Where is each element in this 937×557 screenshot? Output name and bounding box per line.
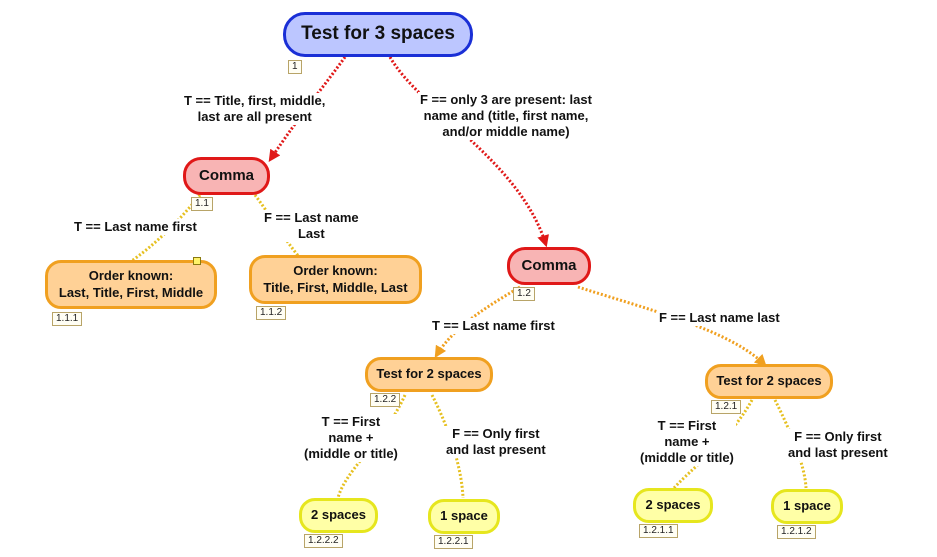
edge-label-1-2-2-to-1-2-2-1: F == Only first and last present <box>444 426 548 458</box>
edge-label-root-to-1-1: T == Title, first, middle, last are all … <box>182 93 328 125</box>
node-id-1-1-2: 1.1.2 <box>256 306 287 320</box>
node-id-1-2-2: 1.2.2 <box>370 393 401 407</box>
edge-1-2-1-to-1-2-1-1 <box>672 399 754 489</box>
node-2-spaces-1-2-1-1[interactable]: 2 spaces <box>633 488 713 523</box>
edge-label-1-1-to-1-1-2: F == Last name Last <box>262 210 361 242</box>
node-id-1-2-1: 1.2.1 <box>711 400 742 414</box>
edge-1-2-2-to-1-2-2-1 <box>430 394 465 499</box>
node-comma-1-2[interactable]: Comma <box>507 247 591 285</box>
edge-label-1-2-to-1-2-2: T == Last name first <box>430 318 557 334</box>
edge-label-1-2-1-to-1-2-1-2: F == Only first and last present <box>786 429 890 461</box>
node-id-1-2: 1.2 <box>513 287 535 301</box>
edge-label-1-2-1-to-1-2-1-1: T == First name + (middle or title) <box>638 418 736 466</box>
node-1-space-1-2-2-1[interactable]: 1 space <box>428 499 500 534</box>
edge-label-1-1-to-1-1-1: T == Last name first <box>72 219 199 235</box>
node-test-2-spaces-1-2-1[interactable]: Test for 2 spaces <box>705 364 833 399</box>
node-order-known-1-1-2[interactable]: Order known: Title, First, Middle, Last <box>249 255 422 304</box>
node-order-known-1-1-1[interactable]: Order known: Last, Title, First, Middle <box>45 260 217 309</box>
node-id-1-2-2-1: 1.2.2.1 <box>434 535 473 549</box>
node-test-3-spaces[interactable]: Test for 3 spaces <box>283 12 473 57</box>
edge-root-to-1-2 <box>388 56 549 248</box>
edge-label-1-2-2-to-1-2-2-2: T == First name + (middle or title) <box>302 414 400 462</box>
node-id-1-1: 1.1 <box>191 197 213 211</box>
edge-1-2-to-1-2-1 <box>577 285 767 367</box>
resize-handle[interactable] <box>193 257 201 265</box>
node-id-1-1-1: 1.1.1 <box>52 312 83 326</box>
node-id-1-2-1-2: 1.2.1.2 <box>777 525 816 539</box>
edge-label-root-to-1-2: F == only 3 are present: last name and (… <box>418 92 594 140</box>
node-test-2-spaces-1-2-2[interactable]: Test for 2 spaces <box>365 357 493 392</box>
node-id-1: 1 <box>288 60 302 74</box>
node-id-1-2-2-2: 1.2.2.2 <box>304 534 343 548</box>
node-id-1-2-1-1: 1.2.1.1 <box>639 524 678 538</box>
edge-label-1-2-to-1-2-1: F == Last name last <box>657 310 782 326</box>
node-2-spaces-1-2-2-2[interactable]: 2 spaces <box>299 498 378 533</box>
node-comma-1-1[interactable]: Comma <box>183 157 270 195</box>
node-1-space-1-2-1-2[interactable]: 1 space <box>771 489 843 524</box>
